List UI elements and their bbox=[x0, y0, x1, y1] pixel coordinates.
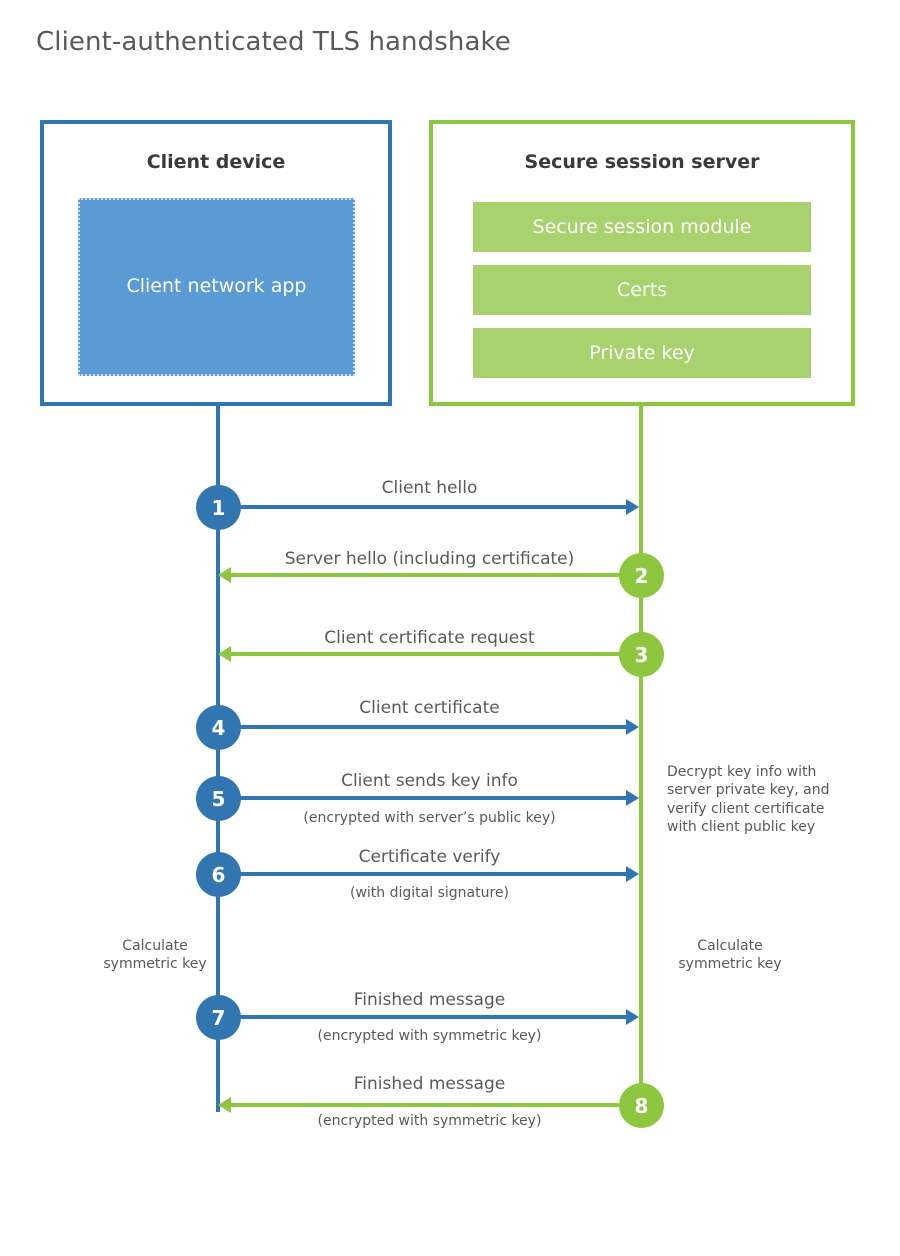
page-title: Client-authenticated TLS handshake bbox=[36, 27, 511, 57]
step-3-arrow-head-icon bbox=[218, 646, 231, 662]
step-5-label: Client sends key info bbox=[341, 771, 518, 791]
server-lifeline bbox=[639, 404, 643, 1106]
step-8-number-badge: 8 bbox=[619, 1083, 664, 1128]
step-8-arrow-line bbox=[231, 1103, 641, 1107]
secure-session-server-box: Secure session server Secure session mod… bbox=[429, 120, 855, 406]
step-8-label: Finished message bbox=[353, 1074, 506, 1094]
step-5-arrow-line bbox=[218, 796, 626, 800]
step-4-label: Client certificate bbox=[359, 698, 500, 718]
client-device-title: Client device bbox=[146, 151, 286, 173]
step-4-number-badge: 4 bbox=[196, 705, 241, 750]
server-decrypt-annotation: Decrypt key info with server private key… bbox=[667, 764, 830, 836]
client-calculate-symmetric-key-annotation: Calculate symmetric key bbox=[103, 938, 207, 973]
step-3-number-badge: 3 bbox=[619, 632, 664, 677]
step-3-arrow-line bbox=[231, 652, 641, 656]
step-1-arrow-line bbox=[218, 505, 626, 509]
step-2-arrow-line bbox=[231, 573, 641, 577]
secure-session-server-title: Secure session server bbox=[524, 151, 760, 173]
step-6-label: Certificate verify bbox=[358, 847, 501, 867]
step-2-number-badge: 2 bbox=[619, 553, 664, 598]
step-2-arrow-head-icon bbox=[218, 567, 231, 583]
step-7-arrow-line bbox=[218, 1015, 626, 1019]
step-8-sublabel: (encrypted with symmetric key) bbox=[317, 1113, 542, 1129]
step-1-number-badge: 1 bbox=[196, 485, 241, 530]
step-6-sublabel: (with digital signature) bbox=[350, 885, 509, 901]
client-lifeline bbox=[216, 404, 220, 1112]
client-device-box: Client device Client network app bbox=[40, 120, 392, 406]
step-6-arrow-line bbox=[218, 872, 626, 876]
step-6-arrow-head-icon bbox=[626, 866, 639, 882]
step-1-arrow-head-icon bbox=[626, 499, 639, 515]
step-4-arrow-head-icon bbox=[626, 719, 639, 735]
step-7-sublabel: (encrypted with symmetric key) bbox=[317, 1028, 542, 1044]
server-module-private-key: Private key bbox=[473, 328, 811, 378]
step-5-number-badge: 5 bbox=[196, 776, 241, 821]
step-5-arrow-head-icon bbox=[626, 790, 639, 806]
step-2-label: Server hello (including certificate) bbox=[284, 549, 575, 569]
server-calculate-symmetric-key-annotation: Calculate symmetric key bbox=[678, 938, 782, 973]
step-7-label: Finished message bbox=[353, 990, 506, 1010]
step-3-label: Client certificate request bbox=[324, 628, 535, 648]
step-1-label: Client hello bbox=[381, 478, 478, 498]
step-4-arrow-line bbox=[218, 725, 626, 729]
client-network-app-block: Client network app bbox=[78, 198, 355, 376]
server-module-certs: Certs bbox=[473, 265, 811, 315]
step-6-number-badge: 6 bbox=[196, 852, 241, 897]
step-7-arrow-head-icon bbox=[626, 1009, 639, 1025]
server-module-secure-session-module: Secure session module bbox=[473, 202, 811, 252]
step-5-sublabel: (encrypted with server’s public key) bbox=[303, 810, 556, 826]
step-8-arrow-head-icon bbox=[218, 1097, 231, 1113]
step-7-number-badge: 7 bbox=[196, 995, 241, 1040]
